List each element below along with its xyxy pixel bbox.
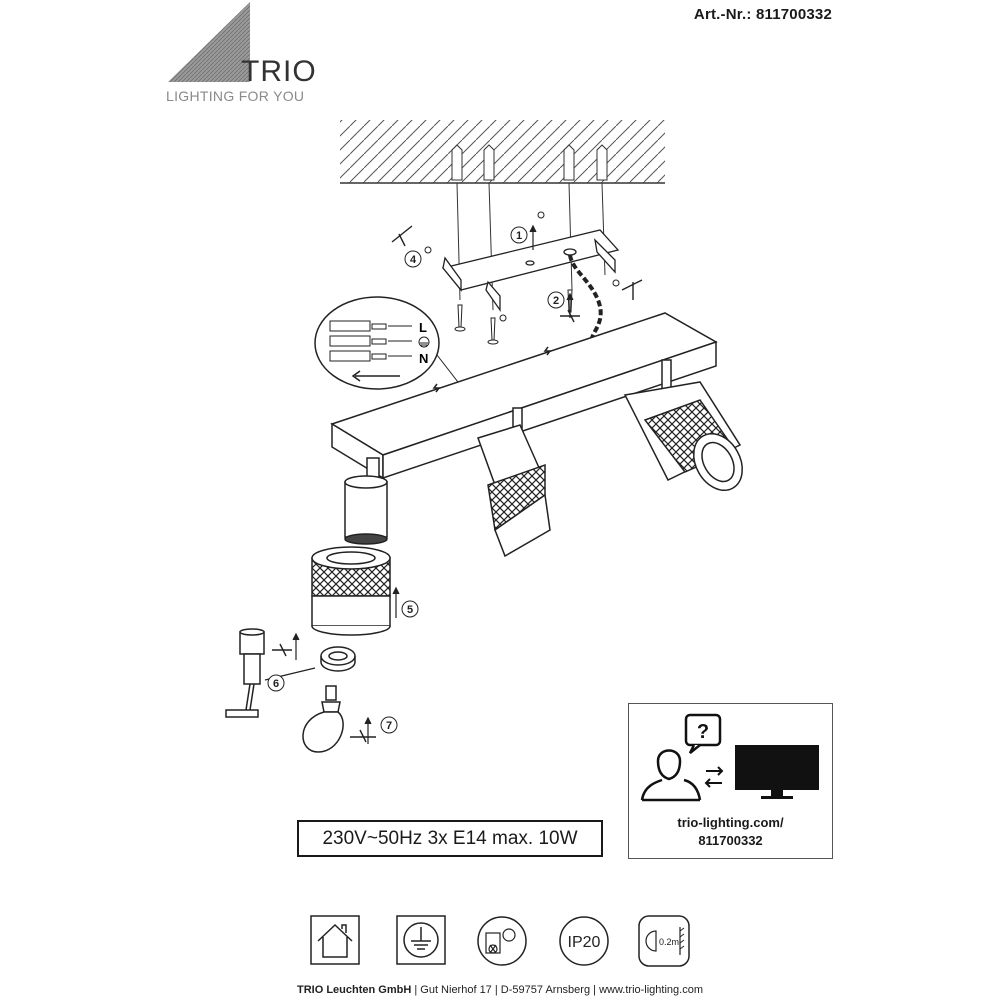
direction-arrows [264,224,574,744]
ring-nut [320,646,356,672]
article-label: Art.-Nr.: [693,6,752,23]
socket-tool [225,628,265,718]
exchange-arrows-icon [704,766,724,788]
article-number: Art.-Nr.: 811700332 [694,6,832,23]
step-1: 1 [516,230,522,242]
step-4: 4 [410,254,417,266]
ip20-icon: IP20 [558,915,609,966]
min-distance-icon: 0.2m [638,915,690,967]
electrical-spec: 230V~50Hz 3x E14 max. 10W [297,820,603,857]
power-cable [568,254,603,339]
wire-label-l: L [419,320,427,335]
distance-label: 0.2m [659,937,679,947]
step-7: 7 [386,720,392,732]
support-url-line1: trio-lighting.com/ [677,815,784,830]
spotlight-right [623,359,743,491]
brand-name: TRIO [241,55,317,88]
light-bar [330,312,718,480]
support-url-line2: 811700332 [698,833,763,848]
footer-address1: Gut Nierhof 17 [420,984,492,996]
indoor-house-icon [310,915,360,965]
ceiling [340,120,665,184]
help-question-icon: ? [684,713,722,754]
support-illustration: ? [640,713,819,802]
footer-company: TRIO Leuchten GmbH [297,984,412,996]
protection-class-earth-icon [396,915,446,965]
mounting-bracket [441,229,620,313]
monitor-icon [735,745,819,799]
footer: TRIO Leuchten GmbH | Gut Nierhof 17 | D-… [297,984,703,996]
ip-rating-label: IP20 [568,934,601,951]
support-url[interactable]: trio-lighting.com/ 811700332 [628,814,833,850]
step-6: 6 [273,678,279,690]
spotlight-middle [477,407,551,558]
footer-address2: D-59757 Arnsberg [500,984,591,996]
wiring-detail: L N [314,296,459,390]
wire-label-n: N [419,351,428,366]
svg-text:?: ? [697,721,709,743]
brand-tagline: LIGHTING FOR YOU [166,88,305,104]
trio-logo-triangle [168,2,250,82]
step-5: 5 [407,604,413,616]
person-icon [640,749,702,802]
article-value: 811700332 [755,6,832,23]
wall-plugs [451,144,608,311]
spotlight-left-exploded [311,457,391,636]
e14-bulb [302,685,344,753]
step-markers: 1 2 3 4 5 6 7 [267,226,565,734]
step-2: 2 [553,295,559,307]
footer-website[interactable]: www.trio-lighting.com [599,984,703,996]
screwdriver-icons [272,225,643,743]
no-cover-insulation-icon [476,915,527,966]
support-box [628,703,833,859]
